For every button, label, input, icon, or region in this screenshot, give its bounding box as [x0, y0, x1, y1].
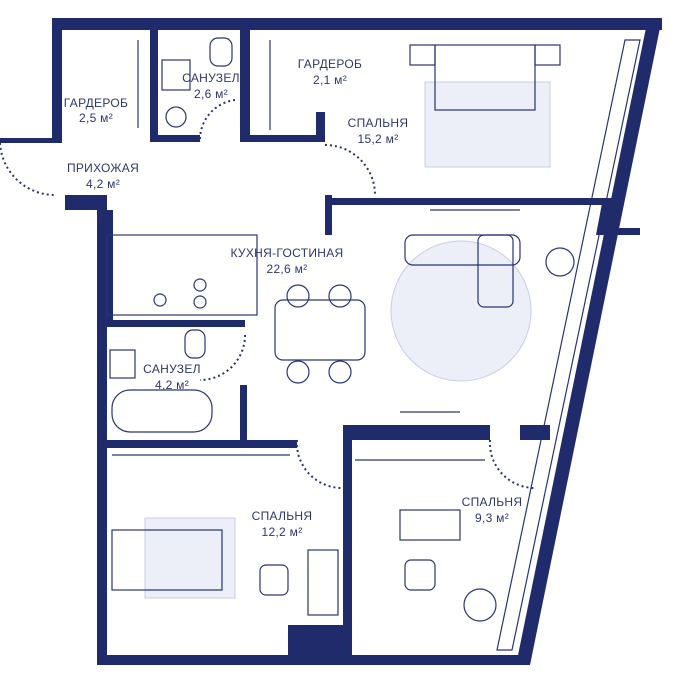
nightstand-icon — [409, 44, 436, 66]
room-area: 9,3 м² — [475, 511, 509, 525]
sink-icon — [109, 349, 136, 379]
bedroom-rug — [424, 81, 551, 168]
room-area: 22,6 м² — [266, 262, 307, 276]
room-area: 15,2 м² — [357, 132, 398, 146]
sofa-icon — [404, 234, 521, 266]
interior-walls — [107, 30, 640, 665]
living-rug — [390, 240, 532, 382]
door-arcs — [0, 99, 536, 490]
room-name: ПРИХОЖАЯ — [67, 161, 139, 175]
room-name: ГАРДЕРОБ — [298, 57, 362, 71]
desk-icon-2 — [399, 509, 461, 541]
dining-table-icon — [274, 299, 366, 361]
room-name: ГАРДЕРОБ — [64, 96, 128, 110]
bedroom-rug-2 — [144, 517, 236, 599]
washer-icon — [165, 106, 187, 128]
room-name: СПАЛЬНЯ — [348, 116, 409, 130]
room-name: САНУЗЕЛ — [182, 71, 240, 85]
bed-icon-2 — [111, 529, 223, 591]
room-area: 4,2 м² — [155, 378, 189, 392]
room-name: САНУЗЕЛ — [143, 362, 201, 376]
bed-icon — [434, 44, 536, 111]
room-name: СПАЛЬНЯ — [462, 495, 523, 509]
desk-icon — [307, 549, 339, 616]
room-area: 2,6 м² — [194, 87, 228, 101]
plant-icon — [545, 247, 575, 277]
room-area: 12,2 м² — [261, 525, 302, 539]
chair-icon — [259, 564, 289, 596]
kitchen-counter-icon — [106, 234, 258, 316]
room-name: КУХНЯ-ГОСТИНАЯ — [231, 246, 344, 260]
room-area: 4,2 м² — [86, 177, 120, 191]
plant-icon-2 — [463, 588, 497, 622]
room-area: 2,1 м² — [313, 73, 347, 87]
room-name: СПАЛЬНЯ — [252, 509, 313, 523]
bathtub-icon — [111, 389, 213, 433]
furniture — [106, 37, 575, 622]
toilet-icon — [184, 329, 206, 359]
room-area: 2,5 м² — [79, 111, 113, 125]
room-labels: ГАРДЕРОБ 2,5 м² САНУЗЕЛ 2,6 м² ГАРДЕРОБ … — [64, 57, 523, 539]
